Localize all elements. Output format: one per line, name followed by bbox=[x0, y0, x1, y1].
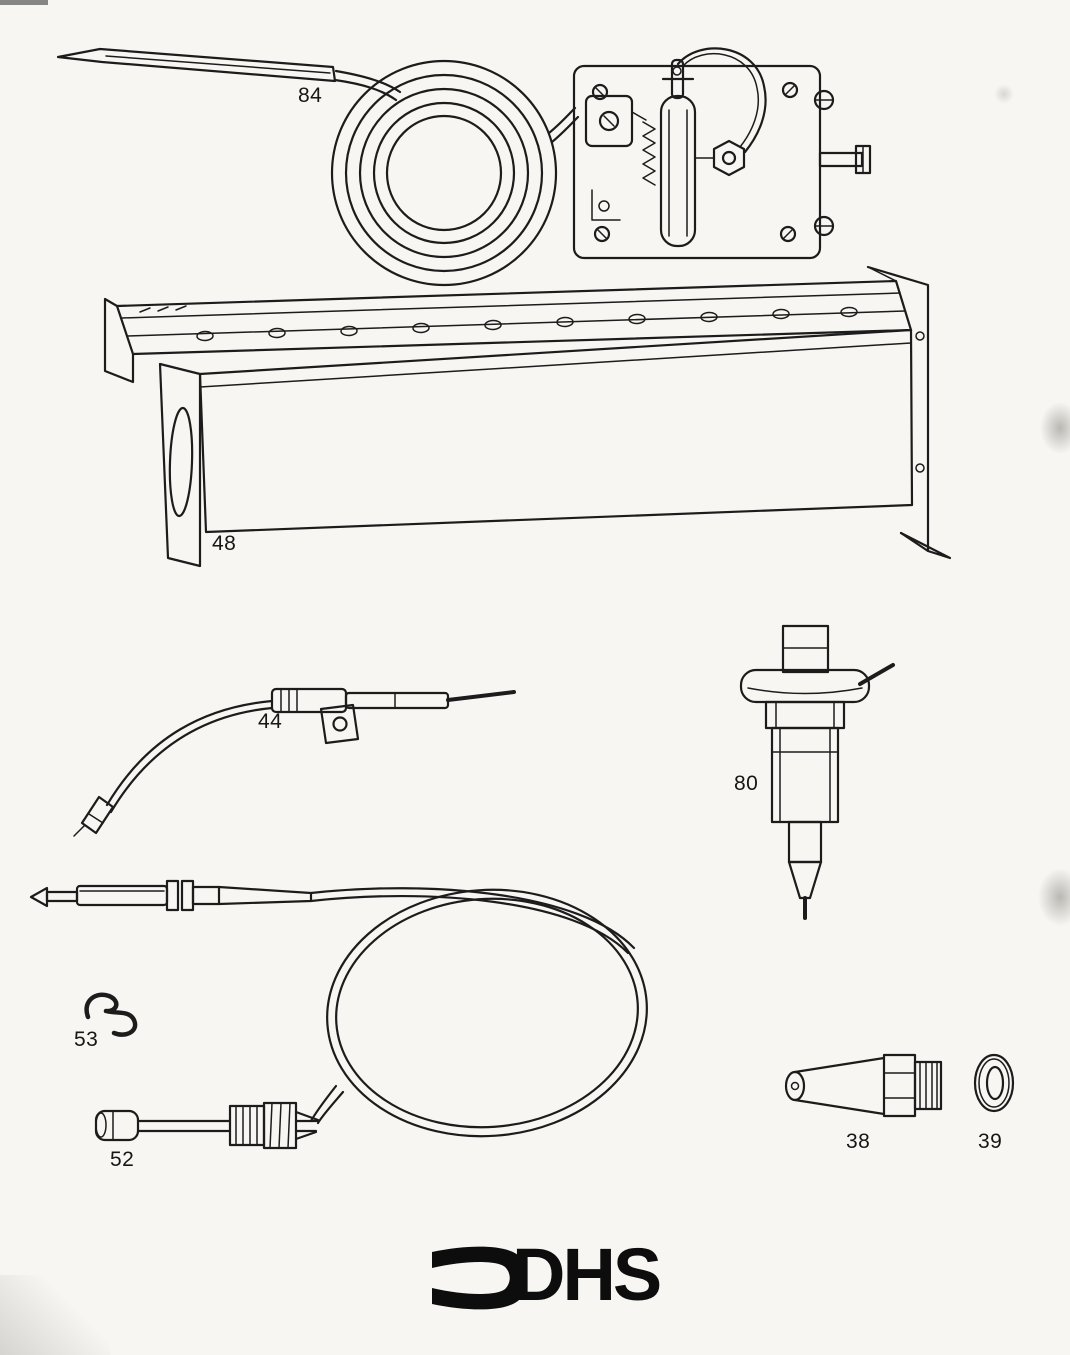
dhs-logo-mark bbox=[432, 1246, 527, 1310]
thermostat-body bbox=[572, 47, 872, 260]
igniter-flange bbox=[739, 668, 871, 704]
capillary-coil bbox=[330, 59, 558, 287]
igniter-cone bbox=[787, 860, 823, 900]
piezo-igniter-drawing bbox=[739, 624, 895, 920]
part-84-label: 84 bbox=[298, 84, 323, 107]
electrode-bracket bbox=[319, 703, 360, 745]
thermocouple-tip bbox=[29, 886, 49, 908]
thermocouple-connector bbox=[94, 1101, 320, 1150]
electrode-drawing bbox=[73, 687, 516, 837]
dhs-logo-text: DHS bbox=[512, 1233, 662, 1316]
electrode-tip bbox=[446, 690, 516, 702]
part-39-label: 39 bbox=[978, 1130, 1003, 1153]
part-80-label: 80 bbox=[734, 772, 759, 795]
electrode-insulator bbox=[344, 691, 450, 710]
scan-smudge bbox=[1038, 868, 1070, 926]
igniter-body bbox=[770, 726, 840, 824]
bracket-top-flange bbox=[115, 279, 913, 356]
injector-drawing bbox=[784, 1053, 943, 1118]
scan-corner-shadow bbox=[0, 1275, 110, 1355]
thermocouple-body bbox=[75, 884, 169, 907]
electrode-body bbox=[270, 687, 348, 714]
bracket-hole-row bbox=[139, 305, 858, 342]
part-48-label: 48 bbox=[212, 532, 237, 555]
injector-hex bbox=[882, 1053, 917, 1118]
thermostat-drawing bbox=[56, 47, 872, 287]
part-44-label: 44 bbox=[258, 710, 283, 733]
thermocouple-drawing bbox=[29, 879, 648, 1150]
bracket-slot bbox=[168, 406, 194, 518]
washer-drawing bbox=[973, 1053, 1015, 1113]
igniter-top-block bbox=[781, 624, 830, 674]
electrode-lead-wire bbox=[105, 699, 274, 807]
injector-thread bbox=[913, 1060, 943, 1111]
scan-edge-mark bbox=[0, 0, 48, 5]
retaining-clip-drawing bbox=[84, 992, 138, 1037]
scan-smudge bbox=[994, 84, 1014, 104]
scan-smudge bbox=[1040, 402, 1070, 454]
thermostat-probe bbox=[56, 47, 337, 83]
part-38-label: 38 bbox=[846, 1130, 871, 1153]
bracket-left-plate bbox=[158, 362, 202, 568]
part-53-label: 53 bbox=[74, 1028, 99, 1051]
part-52-label: 52 bbox=[110, 1148, 135, 1171]
thermocouple-loop bbox=[326, 888, 648, 1138]
support-bracket-drawing bbox=[103, 265, 952, 568]
